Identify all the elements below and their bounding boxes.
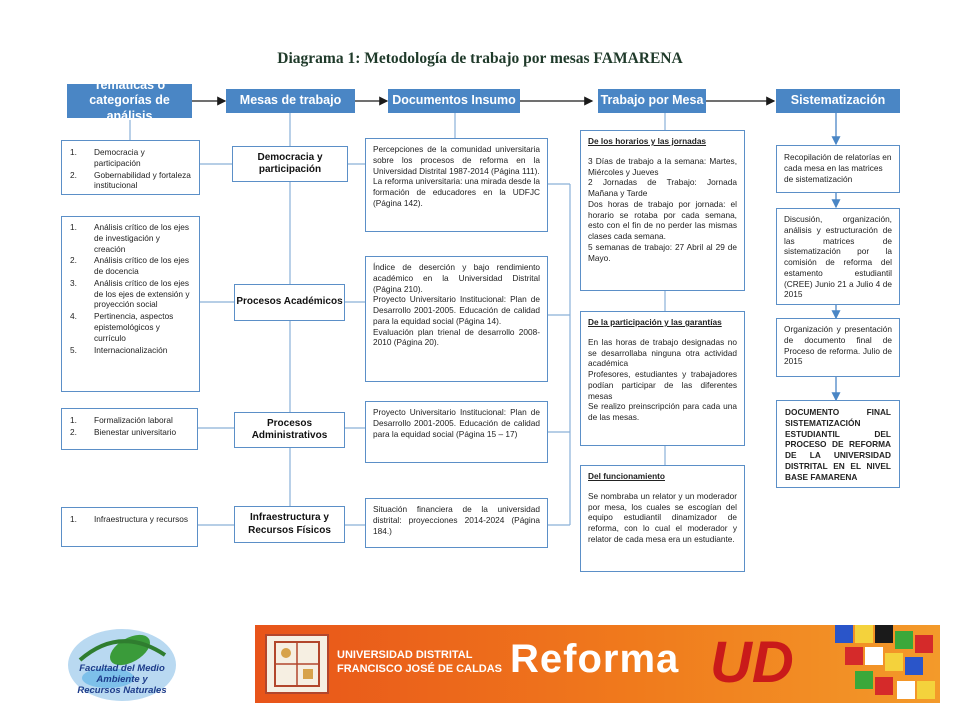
crest-icon [265,634,329,694]
list-item: 1.Infraestructura y recursos [70,514,189,524]
university-name: UNIVERSIDAD DISTRITAL FRANCISCO JOSÉ DE … [337,649,503,675]
theme-box-1: 1.Democracia y participación 2.Gobernabi… [61,140,200,195]
mesa-academicos: Procesos Académicos [234,284,345,321]
reforma-wordmark: Reforma [510,637,680,681]
sys-documento-final: DOCUMENTO FINAL SISTEMATIZACIÓN ESTUDIAN… [776,400,900,488]
ud-logo: UD [710,630,794,695]
sys-discusion: Discusión, organización, análisis y estr… [776,208,900,305]
theme-box-4: 1.Infraestructura y recursos [61,507,198,547]
list-item: 5.Internacionalización [70,344,168,355]
list-item: 2.Análisis crítico de los ejes de docenc… [70,255,189,277]
header-sistematizacion: Sistematización [776,89,900,113]
sys-organizacion: Organización y presentación de documento… [776,318,900,377]
list-item: 1.Análisis crítico de los ejes de invest… [70,222,189,254]
list-item: 2.Bienestar universitario [70,426,177,437]
list-item: 2.Gobernabilidad y fortaleza institucion… [70,169,191,191]
work-horarios: De los horarios y las jornadas 3 Días de… [580,130,745,291]
list-item: 3.Análisis crítico de los ejes de los ej… [70,277,190,310]
theme-box-3: 1.Formalización laboral 2.Bienestar univ… [61,408,198,450]
theme-box-2: 1.Análisis crítico de los ejes de invest… [61,216,200,392]
list-item: 1.Democracia y participación [70,147,145,168]
header-documentos: Documentos Insumo [388,89,520,113]
mesa-democracia: Democracia y participación [232,146,348,182]
work-funcionamiento: Del funcionamiento Se nombraba un relato… [580,465,745,572]
globe-logo-icon [68,629,176,701]
mesa-administrativos: Procesos Administrativos [234,412,345,448]
university-banner: UNIVERSIDAD DISTRITAL FRANCISCO JOSÉ DE … [255,625,940,703]
documents-box-4: Situación financiera de la universidad d… [365,498,548,548]
documents-box-1: Percepciones de la comunidad universitar… [365,138,548,232]
cube-pattern-icon [835,625,935,699]
header-trabajo: Trabajo por Mesa [598,89,706,113]
documents-box-2: Índice de deserción y bajo rendimiento a… [365,256,548,382]
work-participacion: De la participación y las garantías En l… [580,311,745,446]
mesa-infraestructura: Infraestructura y Recursos Físicos [234,506,345,543]
documents-box-3: Proyecto Universitario Institucional: Pl… [365,401,548,463]
faculty-logo-text: Facultad del Medio Ambiente y Recursos N… [77,663,167,696]
list-item: 1.Formalización laboral [70,415,173,425]
header-tematicas: Temáticas o categorías de análisis [67,78,192,123]
faculty-logo: Facultad del Medio Ambiente y Recursos N… [60,620,182,705]
header-mesas: Mesas de trabajo [226,89,355,113]
list-item: 4.Pertinencia, aspectos epistemológicos … [70,311,174,343]
diagram-title: Diagrama 1: Metodología de trabajo por m… [277,50,683,67]
sys-recopilacion: Recopilación de relatorías en cada mesa … [776,145,900,193]
